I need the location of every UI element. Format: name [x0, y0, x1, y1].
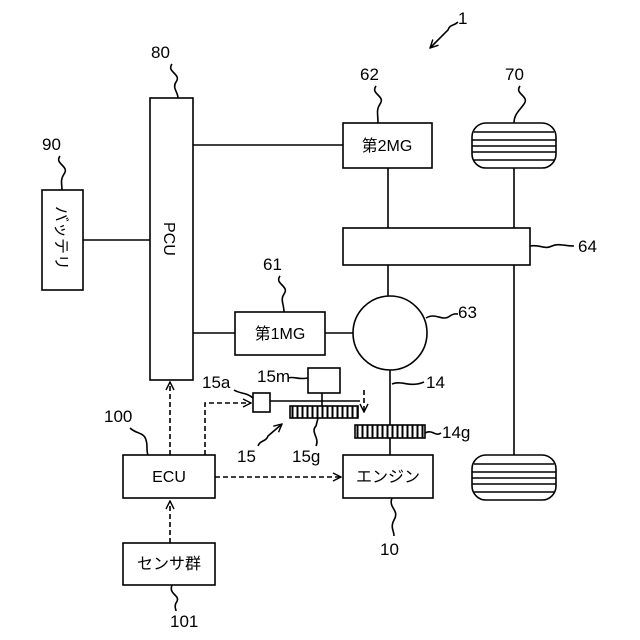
starter-ref: 15 — [237, 447, 256, 466]
power-split-ref: 63 — [458, 303, 477, 322]
ecu-label: ECU — [152, 469, 186, 486]
power-split-block: 63 — [353, 296, 477, 370]
pcu-block: PCU 80 — [150, 43, 193, 380]
starter-gear-ref: 15g — [292, 447, 320, 466]
sensors-block: センサ群 101 — [123, 543, 215, 631]
sensors-label: センサ群 — [137, 555, 201, 573]
sensors-leader — [171, 585, 177, 611]
shaft-gear — [355, 425, 425, 438]
mg1-ref: 61 — [263, 255, 282, 274]
figure-reference: 1 — [430, 9, 467, 48]
wheel-ref: 70 — [505, 65, 524, 84]
starter-motor-box — [308, 368, 340, 393]
wheel-top: 70 — [472, 65, 556, 168]
starter-ref-arrow — [258, 424, 282, 446]
wheel-leader — [514, 86, 525, 123]
mg1-leader — [279, 276, 286, 312]
battery-label: バッテリ — [52, 206, 69, 270]
starter-motor-ref: 15m — [257, 367, 290, 386]
battery-block: バッテリ 90 — [42, 135, 83, 290]
pcu-leader — [171, 64, 178, 98]
engine-ref: 10 — [380, 540, 399, 559]
gear-unit-ref: 64 — [578, 237, 597, 256]
mg2-label: 第2MG — [362, 137, 413, 155]
battery-leader — [59, 156, 66, 190]
sensors-ref: 101 — [170, 612, 198, 631]
mg2-ref: 62 — [360, 65, 379, 84]
shaft-gear-ref: 14g — [442, 423, 470, 442]
mg1-label: 第1MG — [255, 325, 306, 343]
ecu-ref: 100 — [104, 407, 132, 426]
mg2-leader — [375, 86, 382, 123]
gear-unit-leader — [530, 245, 574, 248]
pcu-label: PCU — [160, 222, 177, 256]
mg1-block: 第1MG 61 — [235, 255, 325, 355]
engine-label: エンジン — [356, 469, 420, 486]
starter-a-leader — [234, 390, 253, 398]
ecu-block: ECU 100 — [104, 407, 215, 498]
starter-gear — [290, 406, 358, 418]
battery-ref: 90 — [42, 135, 61, 154]
pcu-ref: 80 — [151, 43, 170, 62]
engine-block: エンジン 10 — [343, 455, 433, 559]
gear-unit-box — [343, 228, 530, 265]
starter-gear-leader — [314, 418, 318, 446]
starter-block: 15a 15m 15g 15 — [202, 367, 364, 466]
mg2-block: 第2MG 62 — [343, 65, 432, 168]
gear-unit-block: 64 — [343, 228, 597, 265]
figure-arrow — [430, 22, 458, 48]
shaft-gear-leader — [425, 432, 441, 434]
shaft-leader — [392, 382, 424, 384]
starter-motor-leader — [288, 377, 308, 378]
shaft-block: 14 14g — [355, 373, 470, 442]
shaft-ref: 14 — [426, 373, 445, 392]
ecu-leader — [130, 428, 148, 455]
power-split-leader — [426, 314, 458, 318]
wheel-bottom — [472, 455, 556, 500]
power-split-circle — [353, 296, 427, 370]
starter-a-box — [253, 393, 270, 412]
engine-leader — [391, 498, 396, 536]
figure-number: 1 — [458, 9, 467, 28]
starter-a-ref: 15a — [202, 373, 231, 392]
